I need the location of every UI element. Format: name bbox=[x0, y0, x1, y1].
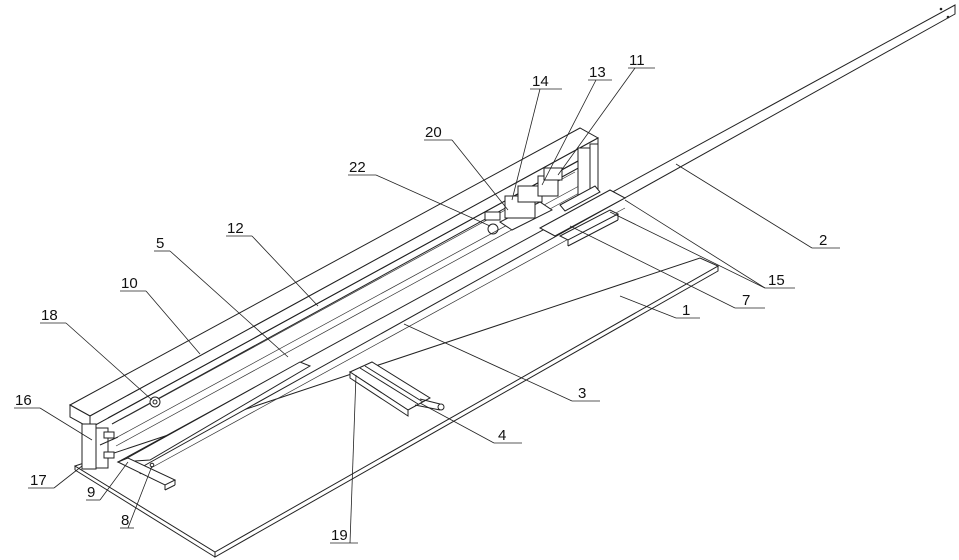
label-18: 18 bbox=[41, 307, 58, 324]
label-8: 8 bbox=[121, 512, 129, 529]
label-10: 10 bbox=[121, 275, 138, 292]
label-7: 7 bbox=[742, 292, 750, 309]
cylinder-unit bbox=[348, 361, 445, 417]
label-1: 1 bbox=[682, 302, 690, 319]
label-13: 13 bbox=[589, 64, 606, 81]
label-4: 4 bbox=[498, 427, 506, 444]
scale-strip bbox=[116, 361, 312, 491]
label-20: 20 bbox=[425, 124, 442, 141]
label-11: 11 bbox=[629, 52, 645, 69]
upper-frame bbox=[68, 127, 600, 447]
label-12: 12 bbox=[227, 220, 244, 237]
label-9: 9 bbox=[87, 484, 95, 501]
callouts: 14 13 11 20 22 12 5 10 18 16 17 9 8 19 4… bbox=[14, 52, 840, 544]
label-5: 5 bbox=[156, 235, 164, 252]
cutting-carriage bbox=[484, 167, 627, 247]
handle-knob bbox=[149, 396, 161, 408]
label-3: 3 bbox=[578, 385, 586, 402]
label-14: 14 bbox=[532, 73, 549, 90]
label-19: 19 bbox=[331, 527, 348, 544]
label-15: 15 bbox=[768, 272, 785, 289]
label-16: 16 bbox=[15, 392, 32, 409]
right-leg bbox=[559, 143, 601, 212]
label-2: 2 bbox=[819, 232, 827, 249]
label-17: 17 bbox=[30, 472, 47, 489]
left-leg bbox=[81, 423, 119, 470]
label-22: 22 bbox=[349, 159, 366, 176]
